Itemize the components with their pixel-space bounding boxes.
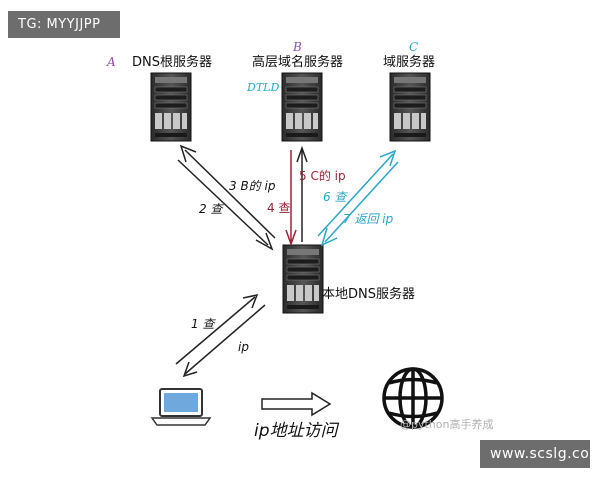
step-2-label: 2 查 <box>199 202 224 216</box>
domain-server-label: 域服务器 <box>383 54 435 70</box>
right-arrow-icon <box>261 391 332 417</box>
arrow-local-to-tld <box>296 145 308 242</box>
step-1-label: 1 查 <box>191 317 216 331</box>
step-7-label: 7 返回 ip <box>343 212 394 226</box>
laptop-icon <box>150 388 212 426</box>
bottom-caption: ip地址访问 <box>254 421 340 441</box>
site-url-badge: www.scslg.com <box>480 440 600 468</box>
arrow-tld-to-local <box>285 150 297 247</box>
domain-server-icon <box>389 72 431 142</box>
root-server-letter: A <box>106 55 116 69</box>
local-server-icon <box>282 244 324 314</box>
step-4-label: 4 查 <box>267 201 290 215</box>
step-6-label: 6 查 <box>323 190 348 204</box>
globe-icon <box>382 367 444 429</box>
step-3-label: 3 B的 ip <box>229 179 276 193</box>
step-1-reply-label: ip <box>238 340 249 354</box>
step-5-label: 5 C的 ip <box>299 168 346 183</box>
arrow-local-to-laptop <box>182 304 266 378</box>
root-server-label: DNS根服务器 <box>132 54 212 70</box>
local-server-label: 本地DNS服务器 <box>322 286 415 302</box>
tld-server-label: 高层域名服务器 <box>252 54 343 70</box>
tld-server-icon <box>281 72 323 142</box>
arrow-root-to-local <box>177 159 274 251</box>
arrow-local-to-domain <box>317 149 397 237</box>
watermark-text: @python高手养成 <box>400 417 493 431</box>
arrow-laptop-to-local <box>175 293 259 365</box>
root-server-icon <box>150 72 192 142</box>
channel-badge: TG: MYYJJPP <box>8 11 120 38</box>
tld-server-letter: B <box>292 40 302 54</box>
arrow-domain-to-local <box>320 161 399 247</box>
arrow-local-to-root <box>179 144 276 239</box>
domain-server-letter: C <box>409 40 418 54</box>
tld-server-tag: DTLD <box>246 81 279 94</box>
